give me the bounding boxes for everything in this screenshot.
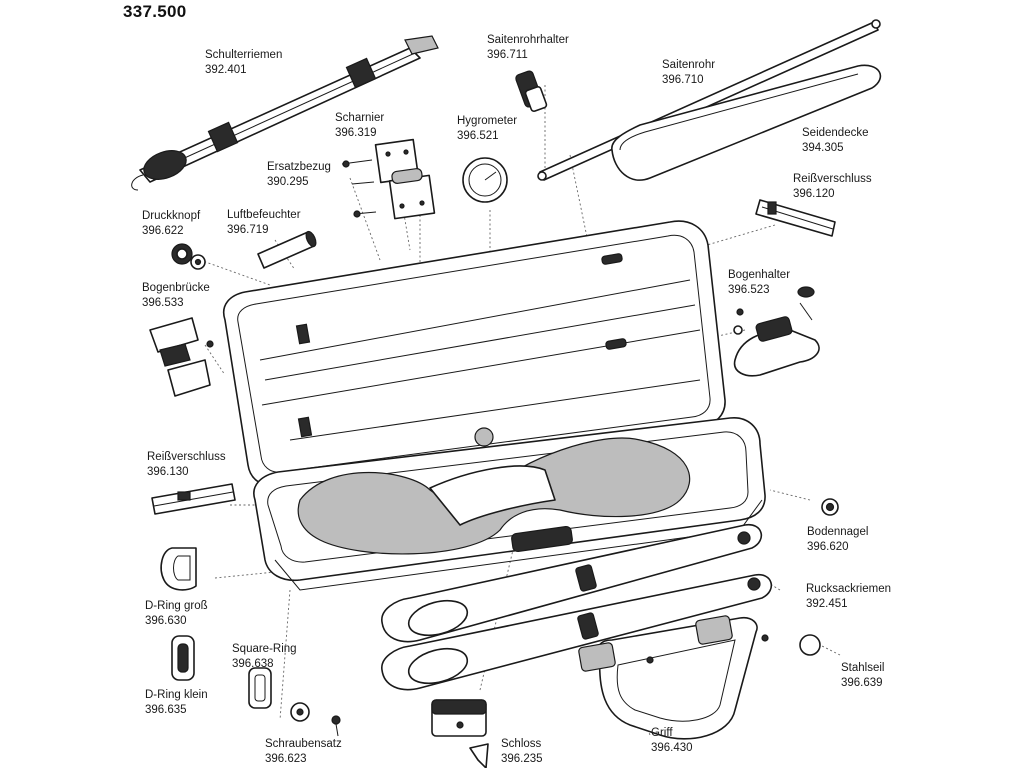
- part-name: Square-Ring: [232, 643, 297, 655]
- label-luftbefeuchter: Luftbefeuchter 396.719: [227, 208, 301, 238]
- label-seidendecke: Seidendecke 394.305: [802, 126, 869, 156]
- label-bodennagel: Bodennagel 396.620: [807, 525, 868, 555]
- part-code: 396.639: [841, 677, 883, 689]
- label-saitenrohr: Saitenrohr 396.710: [662, 58, 715, 88]
- part-code: 396.638: [232, 658, 274, 670]
- d-ring-small: [171, 635, 195, 681]
- part-name: Luftbefeuchter: [227, 209, 301, 221]
- part-name: Hygrometer: [457, 115, 518, 127]
- zipper-upper: [755, 199, 836, 237]
- humidifier: [257, 230, 317, 269]
- label-schloss: Schloss 396.235: [501, 737, 543, 767]
- part-name: D-Ring klein: [145, 689, 208, 701]
- part-code: 396.533: [142, 297, 184, 309]
- part-name: Scharnier: [335, 112, 385, 124]
- part-name: Schloss: [501, 738, 542, 750]
- part-name: Griff: [651, 727, 673, 739]
- part-code: 396.319: [335, 127, 377, 139]
- part-code: 396.130: [147, 466, 189, 478]
- label-griff: Griff 396.430: [651, 726, 693, 756]
- part-name: Bogenbrücke: [142, 282, 210, 294]
- bottom-nail: [821, 498, 839, 516]
- square-ring: [248, 667, 272, 709]
- part-code: 396.523: [728, 284, 770, 296]
- label-rucksackriemen: Rucksackriemen 392.451: [806, 582, 891, 612]
- label-schraubensatz: Schraubensatz 396.623: [265, 737, 342, 767]
- part-name: Schulterriemen: [205, 49, 283, 61]
- label-schulterriemen: Schulterriemen 392.401: [205, 48, 282, 78]
- part-code: 392.451: [806, 598, 848, 610]
- part-code: 396.710: [662, 74, 704, 86]
- part-name: Reißverschluss: [793, 173, 872, 185]
- part-name: Stahlseil: [841, 662, 885, 674]
- handle: [578, 615, 769, 740]
- part-name: Saitenrohrhalter: [487, 34, 569, 46]
- label-bogenbruecke: Bogenbrücke 396.533: [142, 281, 210, 311]
- string-tube-holder: [515, 70, 548, 113]
- label-ersatzbezug: Ersatzbezug 390.295: [267, 160, 331, 190]
- silk-cover: [611, 64, 882, 181]
- label-saitenrohrhalter: Saitenrohrhalter 396.711: [487, 33, 569, 63]
- bow-bridge: [149, 317, 214, 397]
- part-name: Bodennagel: [807, 526, 869, 538]
- part-code: 396.430: [651, 742, 693, 754]
- backpack-straps: [381, 523, 773, 691]
- label-scharnier: Scharnier 396.319: [335, 111, 384, 141]
- part-code: 396.622: [142, 225, 184, 237]
- part-name: Bogenhalter: [728, 269, 791, 281]
- press-button: [171, 243, 206, 270]
- screw-set: [290, 702, 341, 737]
- part-code: 396.120: [793, 188, 835, 200]
- lock: [431, 699, 489, 768]
- label-bogenhalter: Bogenhalter 396.523: [728, 268, 790, 298]
- part-code: 392.401: [205, 64, 247, 76]
- steel-cable: [799, 634, 821, 656]
- part-code: 396.620: [807, 541, 849, 553]
- hinge: [341, 138, 436, 220]
- hygrometer: [462, 157, 508, 203]
- part-code: 390.295: [267, 176, 309, 188]
- label-reissverschluss-top: Reißverschluss 396.120: [793, 172, 872, 202]
- part-code: 396.630: [145, 615, 187, 627]
- part-code: 396.521: [457, 130, 499, 142]
- part-name: Seidendecke: [802, 127, 869, 139]
- d-ring-large: [160, 547, 197, 591]
- zipper-side: [151, 483, 236, 515]
- violin-case: [223, 220, 766, 591]
- doc-id: 337.500: [123, 2, 187, 21]
- label-square-ring: Square-Ring 396.638: [232, 642, 297, 672]
- part-code: 396.623: [265, 753, 307, 765]
- label-d-ring-gross: D-Ring groß 396.630: [145, 599, 208, 629]
- part-name: Rucksackriemen: [806, 583, 891, 595]
- label-hygrometer: Hygrometer 396.521: [457, 114, 517, 144]
- part-name: D-Ring groß: [145, 600, 208, 612]
- label-stahlseil: Stahlseil 396.639: [841, 661, 884, 691]
- part-name: Schraubensatz: [265, 738, 342, 750]
- label-druckknopf: Druckknopf 396.622: [142, 209, 200, 239]
- part-code: 396.719: [227, 224, 269, 236]
- part-code: 394.305: [802, 142, 844, 154]
- bow-holder: [733, 286, 820, 377]
- part-name: Ersatzbezug: [267, 161, 331, 173]
- part-name: Druckknopf: [142, 210, 201, 222]
- label-reissverschluss-side: Reißverschluss 396.130: [147, 450, 226, 480]
- part-code: 396.235: [501, 753, 543, 765]
- part-code: 396.635: [145, 704, 187, 716]
- part-name: Reißverschluss: [147, 451, 226, 463]
- shoulder-strap: [131, 35, 439, 191]
- part-name: Saitenrohr: [662, 59, 716, 71]
- part-code: 396.711: [487, 49, 528, 61]
- label-d-ring-klein: D-Ring klein 396.635: [145, 688, 208, 718]
